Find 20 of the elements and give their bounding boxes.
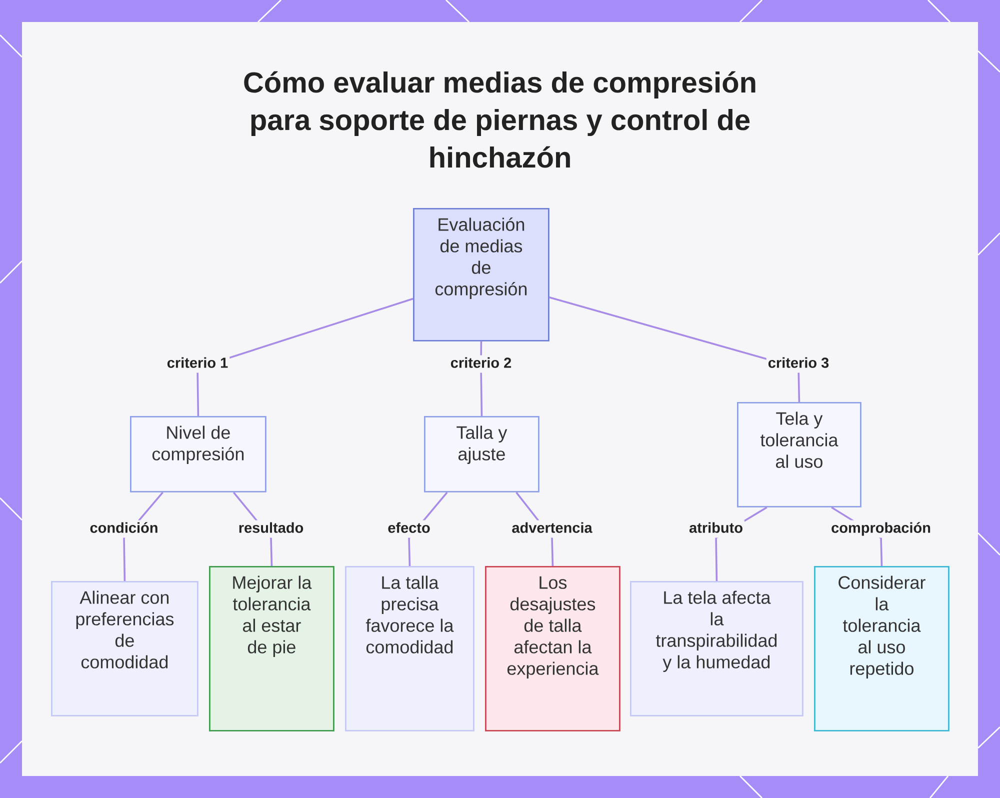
topic-box: Evaluación de medias de compresión (413, 208, 550, 342)
outcome-box: La talla precisa favorece la comodidad (345, 566, 474, 732)
outcome-box: Mejorar la tolerancia al estar de pie (209, 566, 334, 732)
outcome-box: La tela afecta la transpirabilidad y la humedad (630, 581, 804, 716)
edge-label: criterio 1 (165, 355, 230, 373)
edge-label: advertencia (510, 520, 594, 538)
outcome-box: Los desajustes de talla afectan la experiencia (485, 566, 620, 732)
title: Cómo evaluar medias de compresión para soporte de piernas y control de hinchazón (244, 71, 756, 168)
edge-label: criterio 3 (766, 355, 831, 373)
outcome-box: Considerar la tolerancia al uso repetido (814, 566, 950, 732)
edge-label: resultado (236, 520, 306, 538)
outcome-box: Alinear con preferencias de comodidad (51, 581, 198, 716)
criterion-box: Nivel de compresión (130, 416, 266, 492)
criterion-box: Tela y tolerancia al uso (737, 402, 862, 508)
criterion-box: Talla y ajuste (424, 416, 540, 492)
edge-label: comprobación (830, 520, 932, 538)
edge-label: criterio 2 (448, 355, 514, 373)
edge-label: atributo (688, 520, 744, 538)
edge-label: efecto (386, 520, 432, 538)
edge-label: condición (88, 520, 160, 538)
